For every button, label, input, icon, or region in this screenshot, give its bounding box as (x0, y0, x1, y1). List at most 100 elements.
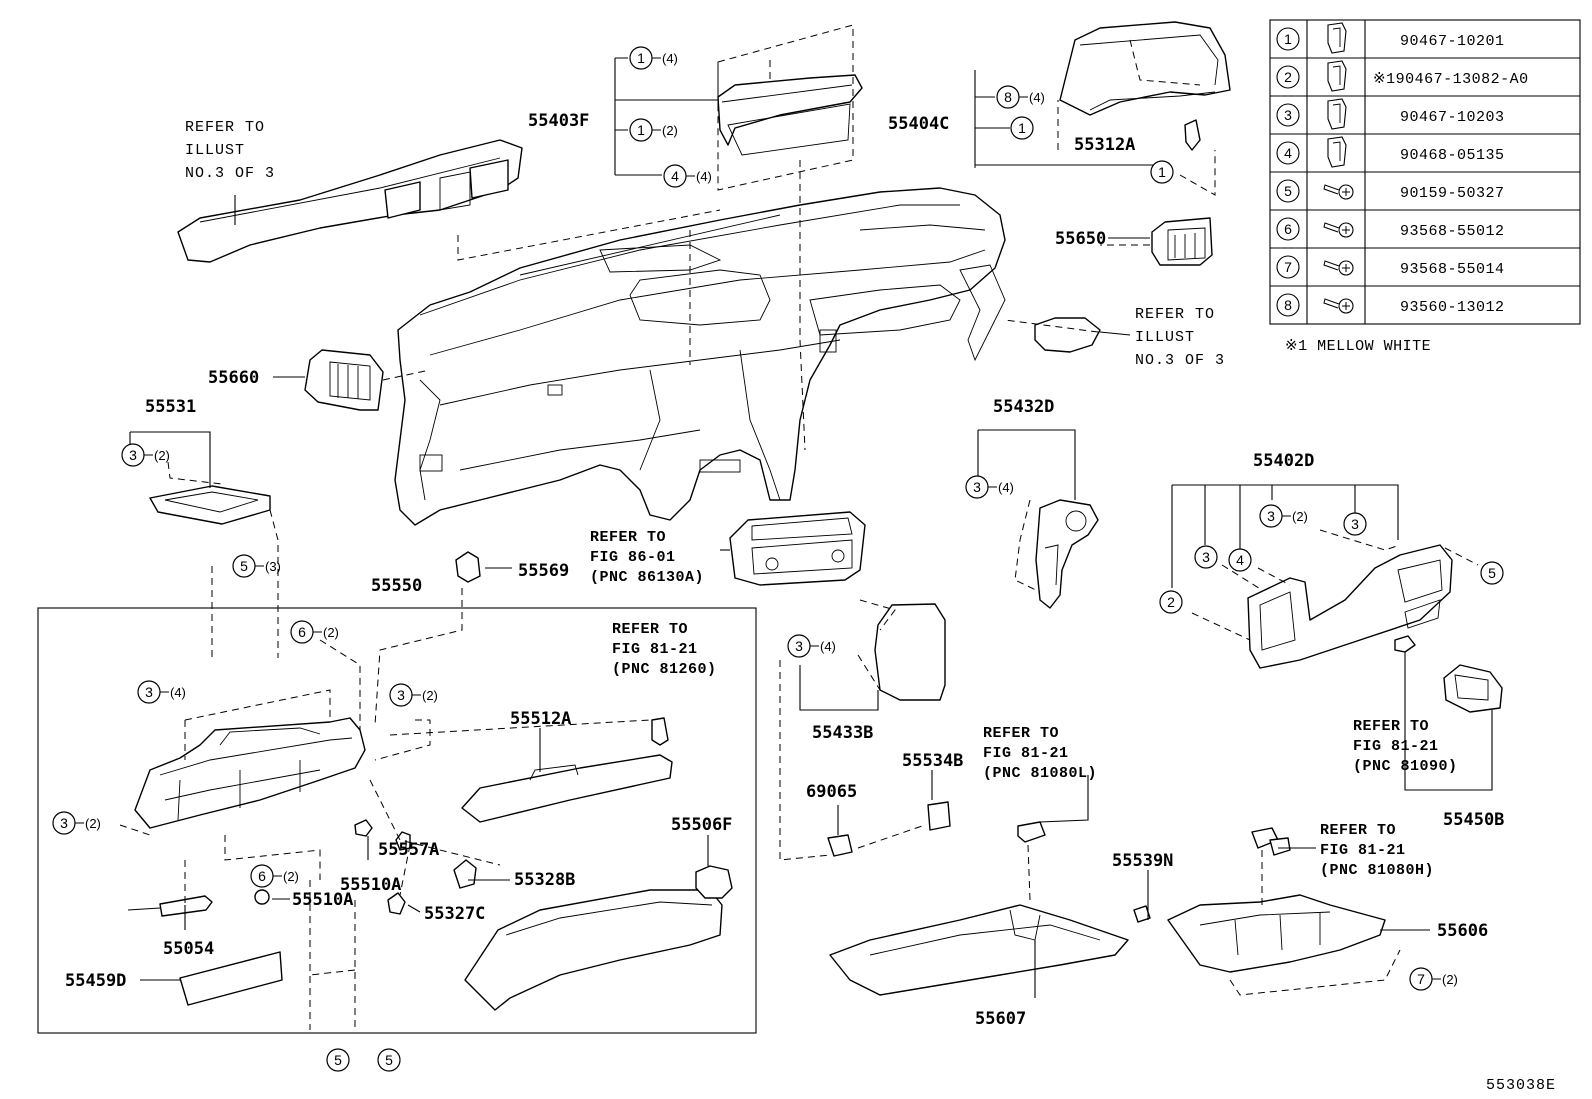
table-part-number: 93568-55014 (1400, 261, 1505, 278)
callout-layer: 1(4)1(2)4(4)8(4)113(2)3(4)3(2)334255(3)6… (52, 46, 1504, 1072)
callout-quantity: (4) (1029, 90, 1045, 105)
note-fig86: REFER TO FIG 86-01 (PNC 86130A) (590, 529, 704, 586)
svg-text:REFER TO: REFER TO (983, 725, 1059, 742)
callout-c6-2-bot: 6(2) (250, 864, 299, 888)
clip-icon (1327, 98, 1347, 130)
callout-number: 3 (1267, 508, 1275, 524)
label-55459D: 55459D (65, 971, 126, 991)
part-55506F-latch (695, 865, 733, 899)
callout-c3-4-432: 3(4) (965, 475, 1014, 499)
label-55539N: 55539N (1112, 851, 1173, 871)
part-55660-vent (304, 349, 384, 411)
callout-number: 3 (145, 684, 153, 700)
label-55450B: 55450B (1443, 810, 1504, 830)
note-illust-right: REFER TO ILLUST NO.3 OF 3 (1135, 306, 1225, 369)
label-55510A-b: 55510A (292, 890, 353, 910)
label-55404C: 55404C (888, 114, 949, 134)
svg-text:FIG 86-01: FIG 86-01 (590, 549, 676, 566)
note-fig81-81090: REFER TO FIG 81-21 (PNC 81090) (1353, 718, 1458, 775)
callout-number: 1 (1018, 120, 1026, 136)
label-55433B: 55433B (812, 723, 873, 743)
callout-c3-4-433: 3(4) (787, 634, 836, 658)
clip-icon (1327, 60, 1347, 92)
table-part-number: 90467-10201 (1400, 33, 1505, 50)
label-55607: 55607 (975, 1009, 1026, 1029)
part-connector-81090 (1394, 635, 1416, 653)
svg-text:(PNC 81090): (PNC 81090) (1353, 758, 1458, 775)
svg-text:ILLUST: ILLUST (1135, 329, 1195, 346)
callout-c3-402b: 3 (1343, 512, 1367, 536)
callout-number: 3 (973, 479, 981, 495)
label-69065: 69065 (806, 782, 857, 802)
callout-c1-4: 1(4) (629, 46, 678, 70)
part-right-end-panel (1034, 317, 1101, 353)
callout-number: 1 (637, 122, 645, 138)
callout-quantity: (2) (154, 448, 170, 463)
part-55054-damper (127, 895, 213, 917)
callout-number: 1 (637, 50, 645, 66)
callout-number: 4 (1236, 552, 1244, 568)
callout-c3-4-box: 3 (4) (137, 680, 186, 704)
callout-c3-2-531: 3(2) (121, 443, 170, 467)
svg-text:ILLUST: ILLUST (185, 142, 245, 159)
note-illust-left: REFER TO ILLUST NO.3 OF 3 (185, 119, 274, 182)
callout-number: 3 (795, 638, 803, 654)
part-55433B-cover (874, 603, 946, 701)
label-55054: 55054 (163, 939, 214, 959)
table-row-number: 7 (1284, 259, 1292, 275)
screw-icon (1323, 260, 1354, 276)
label-55534B: 55534B (902, 751, 963, 771)
svg-text:REFER TO: REFER TO (185, 119, 265, 136)
table-row: 2 ※190467-13082-A0 (1276, 60, 1529, 92)
label-55650: 55650 (1055, 229, 1106, 249)
part-55606-under-cover (1167, 894, 1386, 973)
callout-c3-402a: 3 (1194, 545, 1218, 569)
callout-number: 3 (60, 815, 68, 831)
callout-number: 3 (1202, 549, 1210, 565)
figure-id: 553038E (1486, 1077, 1556, 1094)
callout-c5-bot1: 5 (326, 1048, 350, 1072)
label-55328B: 55328B (514, 870, 575, 890)
callout-c2-402: 2 (1159, 590, 1183, 614)
assembly-dashed-lines (119, 24, 1479, 1030)
svg-text:REFER TO: REFER TO (612, 621, 688, 638)
svg-text:REFER TO: REFER TO (1320, 822, 1396, 839)
part-55459D-strip (179, 951, 283, 1006)
label-55531: 55531 (145, 397, 196, 417)
clip-icon (1327, 22, 1347, 54)
svg-text:NO.3 OF 3: NO.3 OF 3 (1135, 352, 1225, 369)
svg-text:FIG 81-21: FIG 81-21 (612, 641, 698, 658)
callout-number: 3 (397, 687, 405, 703)
callout-c6-2-top: 6(2) (290, 620, 339, 644)
label-55403F: 55403F (528, 111, 589, 131)
label-55606: 55606 (1437, 921, 1488, 941)
callout-quantity: (2) (85, 816, 101, 831)
callout-number: 2 (1167, 594, 1175, 610)
clip-icon (1327, 136, 1347, 168)
label-55432D: 55432D (993, 397, 1054, 417)
callout-number: 1 (1158, 164, 1166, 180)
table-row-number: 4 (1284, 145, 1292, 161)
part-55403F-cluster-hood (717, 74, 863, 156)
callout-c1-a: 1 (1010, 116, 1034, 140)
label-55569: 55569 (518, 561, 569, 581)
table-row-number: 1 (1284, 31, 1292, 47)
part-55432D-side-cover (1035, 499, 1099, 609)
table-part-number: 90159-50327 (1400, 185, 1505, 202)
part-55607-under-cover (829, 904, 1129, 996)
table-row-number: 2 (1284, 69, 1292, 85)
part-55404C-cluster-panel (1059, 21, 1231, 151)
callout-quantity: (4) (170, 685, 186, 700)
part-55569-clip (455, 551, 481, 583)
callout-number: 8 (1004, 89, 1012, 105)
callout-c4-402: 4 (1228, 548, 1252, 572)
table-note: ※1 MELLOW WHITE (1285, 338, 1431, 355)
part-55650-side-vent (1151, 217, 1213, 266)
callout-c3-2-box: 3(2) (389, 683, 438, 707)
part-55531-tray (149, 485, 271, 525)
table-part-number: ※190467-13082-A0 (1373, 71, 1529, 88)
table-row: 7 93568-55014 (1276, 255, 1505, 279)
callout-number: 5 (1488, 565, 1496, 581)
